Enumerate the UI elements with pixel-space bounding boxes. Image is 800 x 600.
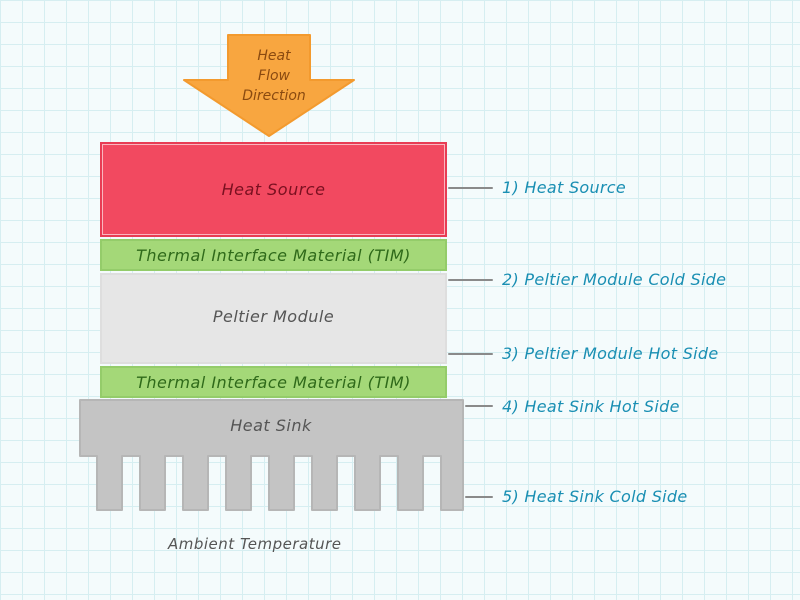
tim-top-label: Thermal Interface Material (TIM) (136, 246, 411, 265)
label-heat-sink-hot-side: 4) Heat Sink Hot Side (502, 397, 680, 416)
heat-flow-arrow-label: Heat Flow Direction (224, 46, 324, 106)
heat-sink-label: Heat Sink (230, 416, 312, 435)
peltier-module-layer: Peltier Module (100, 273, 447, 364)
label-heat-sink-cold-side: 5) Heat Sink Cold Side (502, 487, 688, 506)
heat-flow-arrow (183, 34, 355, 137)
label-peltier-cold-side: 2) Peltier Module Cold Side (502, 270, 727, 289)
label-peltier-hot-side: 3) Peltier Module Hot Side (502, 344, 719, 363)
arrow-label-line-3: Direction (242, 88, 306, 104)
heat-source-label: Heat Source (221, 180, 326, 199)
arrow-label-line-1: Heat (257, 48, 291, 64)
peltier-module-label: Peltier Module (212, 307, 335, 326)
heat-sink-layer (79, 399, 464, 511)
ambient-temperature-label: Ambient Temperature (168, 535, 342, 553)
arrow-label-line-2: Flow (258, 68, 290, 84)
tim-bottom-label: Thermal Interface Material (TIM) (136, 373, 411, 392)
heat-sink-shape (79, 399, 464, 511)
tim-top-layer: Thermal Interface Material (TIM) (100, 239, 447, 271)
heat-flow-arrow-shape (183, 34, 355, 137)
tim-bottom-layer: Thermal Interface Material (TIM) (100, 366, 447, 398)
heat-source-layer: Heat Source (100, 142, 447, 237)
label-heat-source: 1) Heat Source (502, 178, 627, 197)
